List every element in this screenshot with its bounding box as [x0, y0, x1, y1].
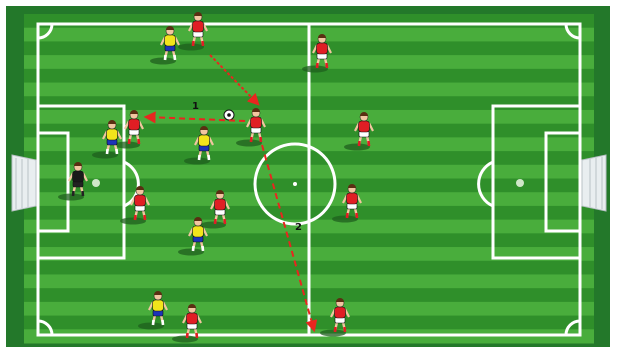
pass-label-1: 1	[192, 101, 199, 112]
ball	[224, 110, 234, 120]
center-spot	[293, 182, 297, 186]
left-goal	[12, 155, 36, 211]
pass-label-2: 2	[295, 222, 302, 233]
right-goal	[582, 155, 606, 211]
right-penalty-spot	[516, 179, 524, 187]
left-penalty-spot	[92, 179, 100, 187]
